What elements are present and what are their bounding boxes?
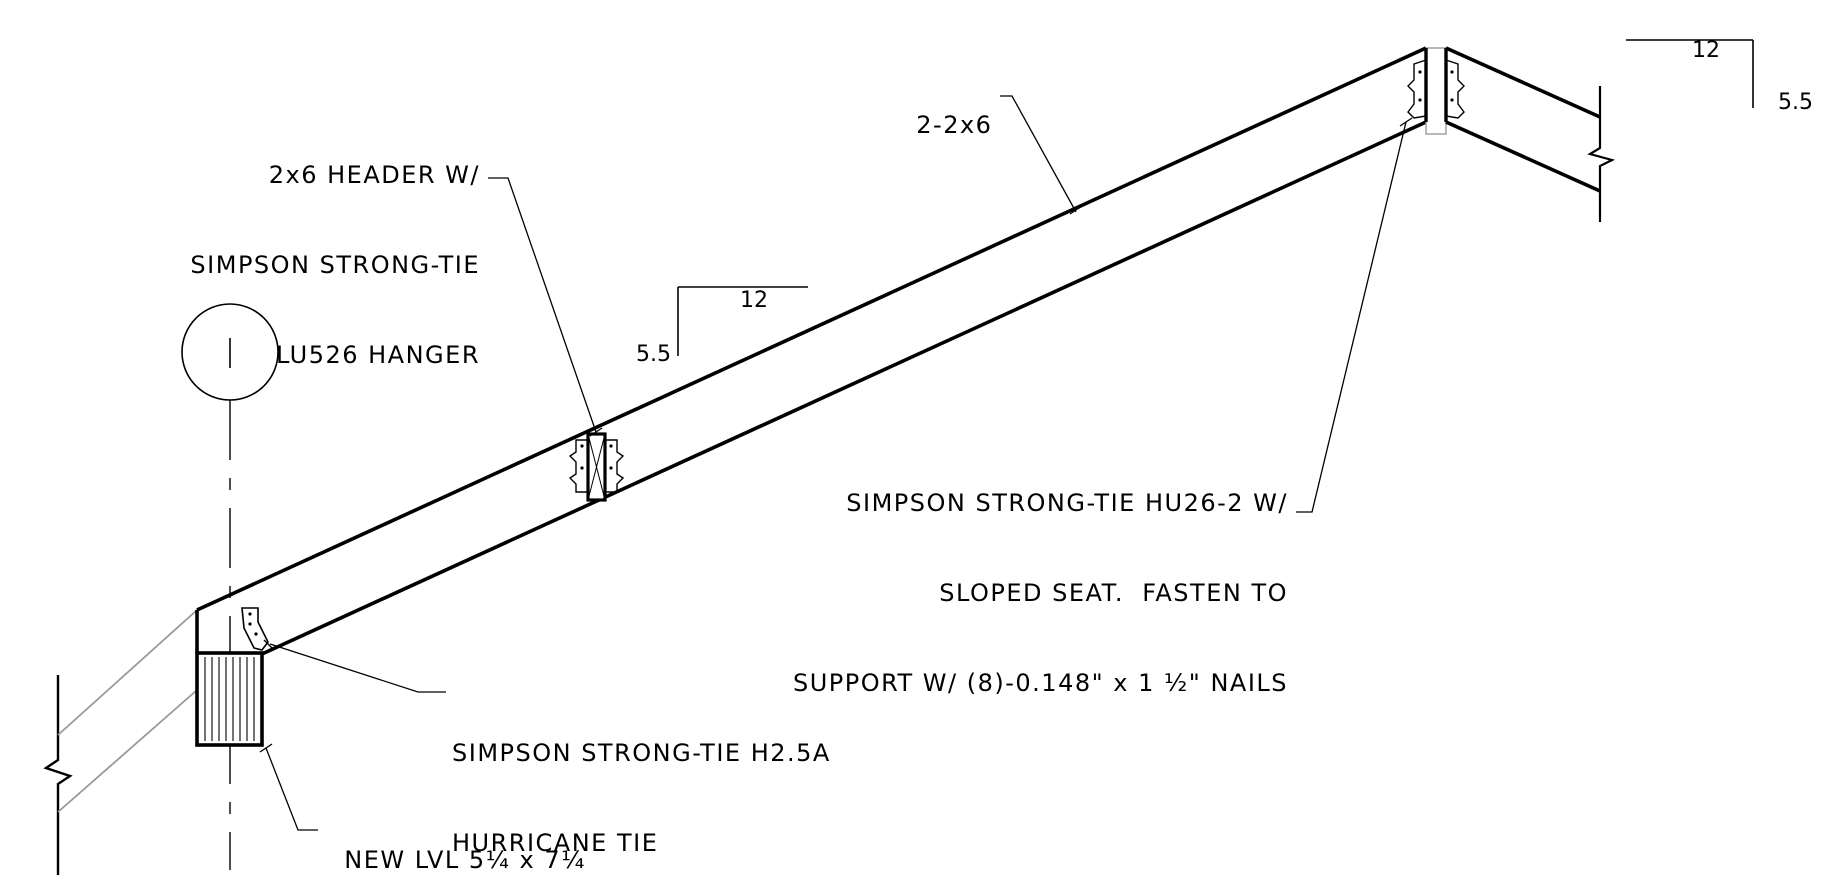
slope-right-run-text: 12 xyxy=(1692,38,1720,63)
leader-beam xyxy=(265,747,318,831)
slope-mark-right xyxy=(1626,39,1754,108)
ridge-note-line-3: SUPPORT W/ (8)-0.148" x 1 ½" NAILS xyxy=(792,669,1288,697)
tie-note-line-2: HURRICANE TIE xyxy=(452,829,659,857)
leader-hurricane-tie xyxy=(269,643,446,693)
slope-right-rise: 5.5 xyxy=(1764,58,1813,118)
grid-line xyxy=(181,303,279,870)
leader-ridge-hanger xyxy=(1296,121,1407,513)
hurricane-tie xyxy=(241,607,269,651)
slope-left-run-text: 12 xyxy=(740,288,768,313)
rafter-label-text: 2-2x6 xyxy=(916,111,993,139)
slope-left-run: 12 xyxy=(726,256,768,316)
ridge-hanger-note: SIMPSON STRONG-TIE HU26-2 W/ SLOPED SEAT… xyxy=(793,428,1288,728)
opposite-rafter xyxy=(1445,46,1616,222)
leader-ticks xyxy=(259,117,1413,753)
slope-left-rise: 5.5 xyxy=(622,310,671,370)
header-note-line-2: SIMPSON STRONG-TIE xyxy=(190,251,480,279)
rafter xyxy=(195,46,1427,656)
header-note-line-1: 2x6 HEADER W/ xyxy=(268,161,480,189)
ridge-note-line-2: SLOPED SEAT. FASTEN TO xyxy=(939,579,1288,607)
header-hanger-note: 2x6 HEADER W/ SIMPSON STRONG-TIE LU526 H… xyxy=(190,100,480,400)
slope-left-rise-text: 5.5 xyxy=(636,342,671,367)
slope-right-rise-text: 5.5 xyxy=(1778,90,1813,115)
lvl-beam xyxy=(195,651,264,747)
ridge xyxy=(1407,47,1465,135)
header-hanger xyxy=(568,432,625,502)
beam-note-text: NEW LVL 5¼ x 7¼ xyxy=(344,846,586,874)
exterior-wall xyxy=(43,609,198,875)
ridge-note-line-1: SIMPSON STRONG-TIE HU26-2 W/ xyxy=(846,489,1288,517)
slope-mark-left xyxy=(677,286,808,356)
header-note-line-3: LU526 HANGER xyxy=(275,341,480,369)
leader-rafter xyxy=(1000,95,1077,213)
leader-header xyxy=(488,177,597,433)
slope-right-run: 12 xyxy=(1678,6,1720,66)
tie-note-line-1: SIMPSON STRONG-TIE H2.5A xyxy=(452,739,831,767)
leaders xyxy=(265,95,1407,831)
hurricane-tie-note: SIMPSON STRONG-TIE H2.5A HURRICANE TIE xyxy=(452,678,831,888)
lvl-beam-note: NEW LVL 5¼ x 7¼ xyxy=(326,815,586,875)
rafter-size-label: 2-2x6 xyxy=(898,80,992,140)
